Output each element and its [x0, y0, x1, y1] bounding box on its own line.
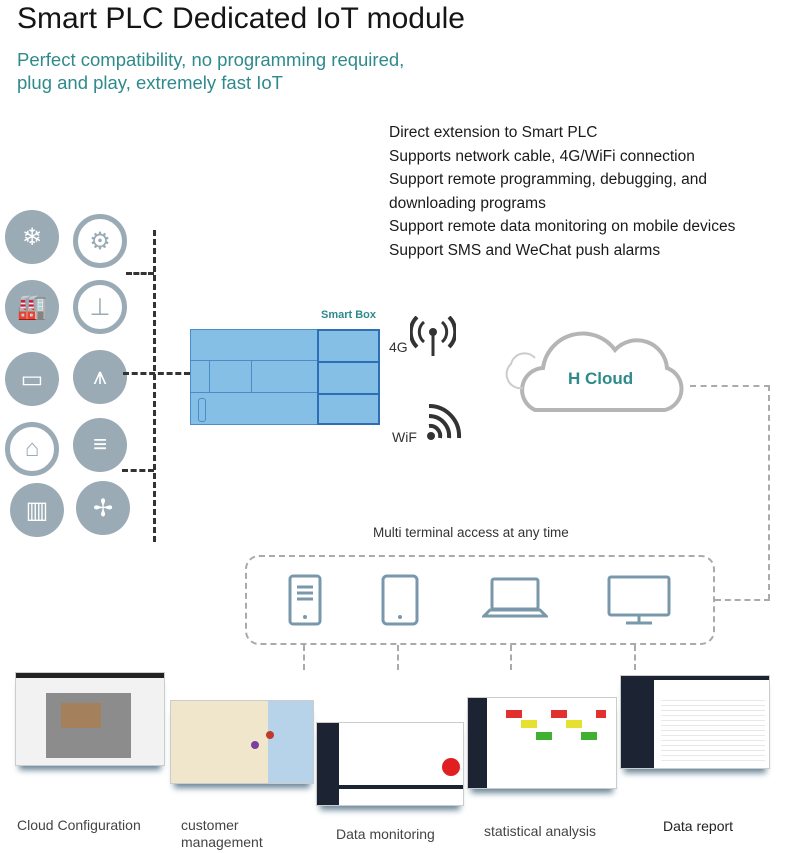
serial-port-icon	[198, 398, 206, 422]
harvester-icon: ≡	[73, 418, 127, 472]
feature-item: Support SMS and WeChat push alarms	[389, 241, 661, 259]
connector	[122, 469, 154, 472]
antenna-icon	[410, 316, 456, 356]
link	[397, 645, 399, 670]
cloud-label: H Cloud	[568, 369, 634, 388]
oil-derrick-icon: ⩚	[73, 350, 127, 404]
connector	[123, 372, 190, 375]
customer-management-screenshot[interactable]	[170, 700, 314, 784]
subtitle-line: plug and play, extremely fast IoT	[17, 72, 283, 93]
farm-icon: ⌂	[5, 422, 59, 476]
feature-list: Direct extension to Smart PLC Supports n…	[389, 121, 735, 262]
divider	[191, 360, 318, 361]
feature-item: downloading programs	[389, 194, 546, 212]
smart-box-label: Smart Box	[321, 309, 377, 321]
conveyor-icon: ▭	[5, 352, 59, 406]
statistical-analysis-screenshot[interactable]	[467, 697, 617, 789]
laptop-icon	[482, 577, 548, 618]
link	[510, 645, 512, 670]
divider	[251, 360, 252, 392]
cloud-link	[768, 385, 770, 600]
bus-line	[153, 230, 156, 542]
terminals-box	[245, 555, 715, 645]
customer-management-label: customer management	[181, 817, 263, 850]
valve-icon: ⊥	[73, 280, 127, 334]
feature-item: Support remote data monitoring on mobile…	[389, 218, 736, 235]
link	[303, 645, 305, 670]
monitor-icon	[607, 575, 671, 625]
divider	[319, 393, 378, 395]
factory-icon: 🏭	[5, 280, 59, 334]
feature-item: Support remote programming, debugging, a…	[389, 171, 707, 188]
page-title: Smart PLC Dedicated IoT module	[17, 2, 465, 35]
data-report-screenshot[interactable]	[620, 675, 770, 769]
data-monitoring-label: Data monitoring	[336, 826, 435, 842]
robot-arm-icon: ⚙	[73, 214, 127, 268]
data-monitoring-screenshot[interactable]	[316, 722, 464, 806]
snowflake-icon: ❄	[5, 210, 59, 264]
link	[634, 645, 636, 670]
subtitle-line: Perfect compatibility, no programming re…	[17, 49, 405, 70]
statistical-analysis-label: statistical analysis	[484, 823, 597, 839]
divider	[191, 392, 318, 393]
4g-label: 4G	[389, 339, 408, 355]
divider	[209, 360, 210, 392]
smart-box-module	[317, 329, 380, 425]
terminals-caption: Multi terminal access at any time	[373, 525, 569, 540]
phone-icon	[288, 574, 322, 626]
feature-item: Supports network cable, 4G/WiFi connecti…	[389, 147, 695, 165]
cloud-icon	[505, 331, 684, 412]
cloud-link	[715, 599, 770, 601]
feature-item: Direct extension to Smart PLC	[389, 124, 598, 141]
cloud-configuration-screenshot[interactable]	[15, 672, 165, 766]
plc-device	[190, 329, 380, 425]
cloud-link	[690, 385, 770, 387]
data-report-label: Data report	[663, 818, 734, 834]
wind-turbine-icon: ✢	[76, 481, 130, 535]
connector	[126, 272, 154, 275]
wifi-label: WiF	[392, 429, 417, 445]
refinery-icon: ▥	[10, 483, 64, 537]
cloud-configuration-label: Cloud Configuration	[17, 817, 141, 833]
subtitle: Perfect compatibility, no programming re…	[17, 48, 404, 94]
divider	[319, 361, 378, 363]
wifi-icon	[427, 404, 462, 440]
tablet-icon	[381, 574, 419, 626]
